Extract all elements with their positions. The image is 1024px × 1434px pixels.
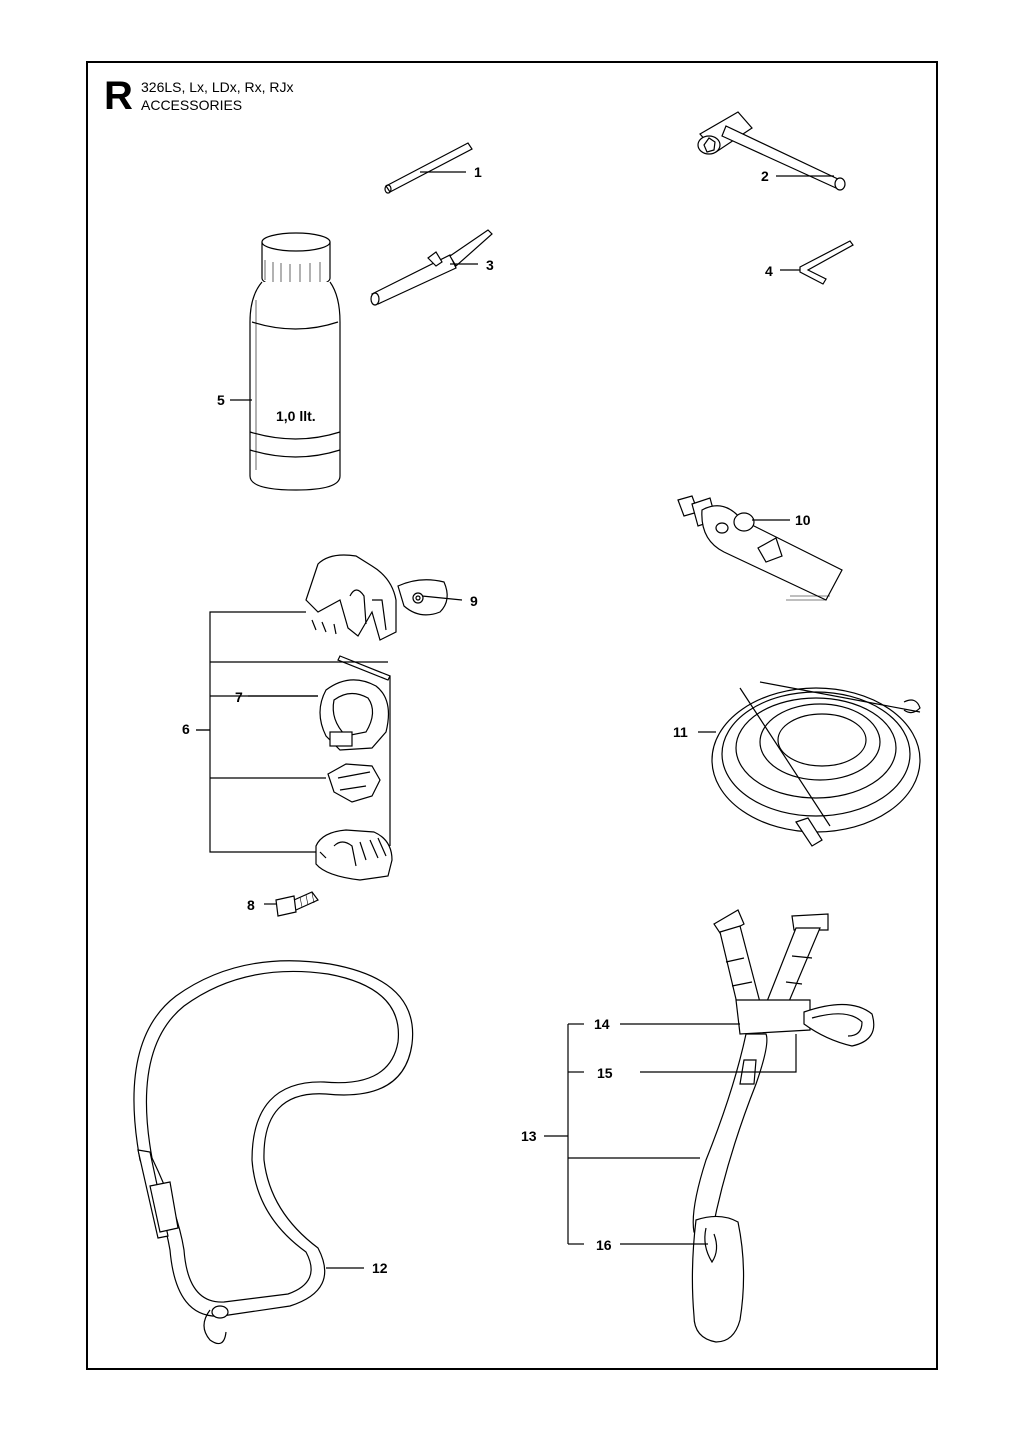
part-11-coiled-strap-drawing — [711, 681, 921, 847]
page-frame — [86, 61, 938, 1370]
page-title: ACCESSORIES — [141, 97, 243, 113]
part-6-clip-assembly-drawing — [196, 554, 448, 917]
callout-11: 11 — [673, 724, 688, 740]
part-13-harness-drawing — [544, 909, 875, 1343]
model-list: 326LS, Lx, LDx, Rx, RJx — [141, 79, 294, 95]
part-10-grease-tube-drawing — [677, 495, 843, 601]
part-5-bottle-drawing — [249, 232, 341, 491]
part-1-rod-drawing — [384, 142, 473, 194]
leader-lines — [196, 171, 834, 1269]
part-2-spanner-drawing — [697, 111, 846, 191]
callout-1: 1 — [474, 164, 482, 180]
callout-15: 15 — [597, 1065, 613, 1081]
callout-16: 16 — [596, 1237, 612, 1253]
callout-12: 12 — [372, 1260, 388, 1276]
part-3-tool-drawing — [370, 229, 493, 306]
part-4-hex-key-drawing — [799, 240, 854, 285]
callout-5: 5 — [217, 392, 225, 408]
callout-10: 10 — [795, 512, 811, 528]
bottle-volume-label: 1,0 llt. — [276, 408, 316, 424]
part-12-shoulder-strap-drawing — [133, 960, 414, 1345]
callout-3: 3 — [486, 257, 494, 273]
callout-4: 4 — [765, 263, 773, 279]
callout-6: 6 — [182, 721, 190, 737]
callout-9: 9 — [470, 593, 478, 609]
callout-7: 7 — [235, 689, 243, 705]
section-letter: R — [104, 74, 133, 118]
callout-13: 13 — [521, 1128, 537, 1144]
callout-2: 2 — [761, 168, 769, 184]
callout-14: 14 — [594, 1016, 610, 1032]
callout-8: 8 — [247, 897, 255, 913]
